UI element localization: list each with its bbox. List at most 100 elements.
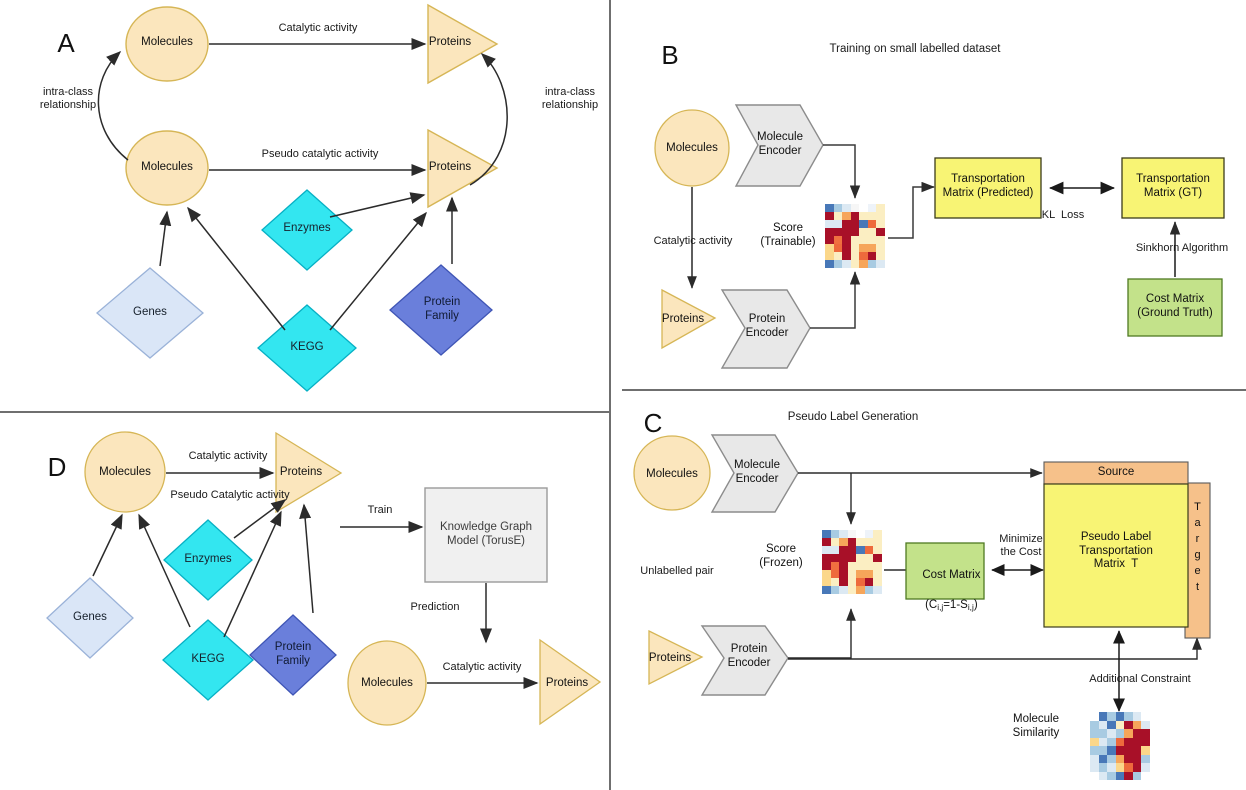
heatmap-cell: [847, 570, 857, 578]
heatmap-cell: [822, 578, 831, 586]
heatmap-cell: [830, 530, 840, 538]
heatmap-cell: [1098, 729, 1108, 738]
heatmap-score-trainable: [825, 204, 885, 268]
heatmap-cell: [864, 530, 874, 538]
divider-horizontal-right: [622, 389, 1246, 391]
heatmap-cell: [859, 252, 868, 260]
heatmap-cell: [856, 570, 865, 578]
heatmap-cell: [1107, 737, 1116, 746]
node-label-proteins-top: Proteins: [428, 36, 472, 48]
edge-c-prot-enc-to-score: [788, 608, 856, 659]
edge-label-catalytic-activity-a: Catalytic activity: [278, 22, 358, 34]
heatmap-cell: [1132, 746, 1142, 755]
heatmap-cell: [1132, 729, 1142, 738]
heatmap-cell: [1124, 712, 1133, 721]
edge-label-kl-loss: KL Loss: [1041, 209, 1085, 221]
edge-enzymes-to-proteins: [329, 192, 426, 218]
node-label-b-molecules: Molecules: [666, 142, 718, 154]
heatmap-cell: [864, 570, 874, 578]
node-label-c-score: Score(Frozen): [759, 543, 803, 569]
heatmap-cell: [830, 562, 840, 570]
heatmap-cell: [842, 236, 851, 244]
heatmap-cell: [1124, 720, 1133, 729]
node-label-b-proteins: Proteins: [661, 313, 705, 325]
heatmap-cell: [1107, 746, 1116, 755]
heatmap-cell: [1115, 729, 1125, 738]
heatmap-cell: [842, 228, 851, 236]
heatmap-cell: [847, 538, 857, 546]
edge-intra-class-left: [97, 50, 129, 161]
heatmap-cell: [1090, 729, 1099, 738]
heatmap-cell: [1098, 763, 1108, 772]
node-b-molecules: [654, 109, 730, 187]
heatmap-cell: [825, 236, 834, 244]
heatmap-cell: [876, 260, 885, 268]
heatmap-cell: [842, 260, 851, 268]
node-d-proteins-pred: [539, 638, 602, 726]
panel-b-title: Training on small labelled dataset: [829, 43, 1001, 55]
panel-b-letter: B: [661, 40, 679, 70]
heatmap-cell: [859, 228, 868, 236]
heatmap-cell: [1124, 746, 1133, 755]
heatmap-cell: [822, 554, 831, 562]
heatmap-cell: [825, 220, 834, 228]
heatmap-cell: [842, 204, 851, 212]
node-proteins-top: [427, 3, 499, 85]
heatmap-cell: [825, 212, 834, 220]
heatmap-cell: [1098, 754, 1108, 763]
cost-matrix-formula: (Ci,j=1-Si,j): [925, 598, 978, 612]
divider-vertical: [609, 0, 611, 790]
heatmap-cell: [1090, 763, 1099, 772]
heatmap-cell: [847, 546, 857, 554]
edge-d-kegg-to-proteins: [223, 510, 282, 638]
heatmap-cell: [1090, 737, 1099, 746]
edge-b-prot-enc-to-score: [810, 271, 861, 329]
node-label-genes: Genes: [133, 306, 167, 318]
heatmap-cell: [1090, 746, 1099, 755]
heatmap-cell: [1141, 720, 1150, 729]
heatmap-cell: [833, 260, 843, 268]
box-c-cost-matrix: [905, 542, 985, 600]
heatmap-cell: [850, 244, 860, 252]
heatmap-cell: [842, 252, 851, 260]
node-genes: [95, 267, 205, 359]
heatmap-cell: [856, 538, 865, 546]
heatmap-cell: [850, 236, 860, 244]
node-label-d-molecules-pred: Molecules: [361, 677, 413, 689]
heatmap-cell: [825, 252, 834, 260]
node-label-d-genes: Genes: [73, 611, 107, 623]
heatmap-cell: [1124, 771, 1133, 780]
heatmap-cell: [850, 204, 860, 212]
heatmap-cell: [864, 538, 874, 546]
heatmap-cell: [873, 570, 882, 578]
node-label-kegg: KEGG: [290, 341, 324, 353]
node-b-molecule-encoder: [734, 104, 824, 187]
heatmap-cell: [839, 586, 848, 594]
edge-b-mol-enc-to-score: [823, 144, 861, 199]
heatmap-cell: [867, 204, 877, 212]
heatmap-cell: [833, 212, 843, 220]
heatmap-cell: [873, 554, 882, 562]
heatmap-cell: [833, 244, 843, 252]
heatmap-cell: [867, 212, 877, 220]
panel-c-shapes: [633, 434, 1211, 712]
heatmap-cell: [856, 586, 865, 594]
node-c-protein-encoder: [700, 625, 789, 696]
box-transport-predicted: [934, 157, 1042, 219]
heatmap-cell: [822, 530, 831, 538]
node-d-kegg: [162, 619, 254, 701]
heatmap-cell: [839, 554, 848, 562]
node-b-protein-encoder: [720, 289, 811, 369]
heatmap-cell: [825, 260, 834, 268]
edge-d-family-to-proteins: [299, 503, 314, 614]
heatmap-cell: [859, 204, 868, 212]
heatmap-cell: [1107, 712, 1116, 721]
node-label-c-cost-matrix: Cost Matrix (Ci,j=1-Si,j): [906, 553, 984, 629]
edge-d-enzymes-to-proteins: [233, 499, 287, 539]
heatmap-cell: [876, 252, 885, 260]
heatmap-cell: [873, 530, 882, 538]
heatmap-cell: [842, 244, 851, 252]
